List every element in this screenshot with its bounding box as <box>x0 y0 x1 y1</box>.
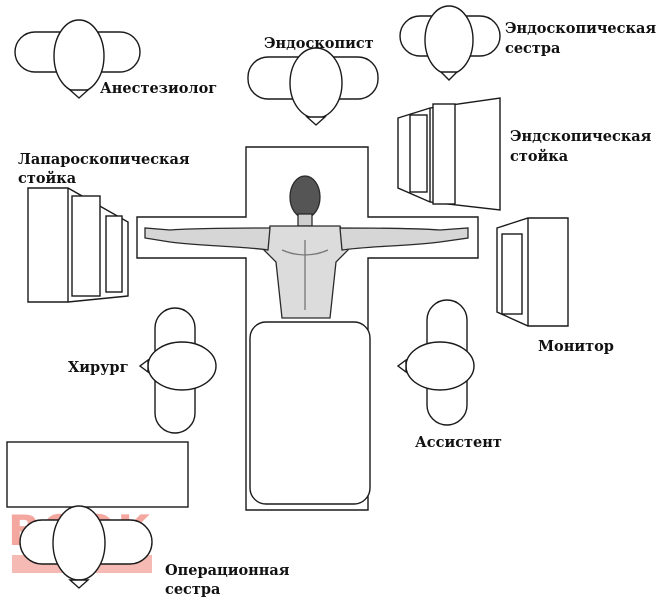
monitor-unit <box>496 217 569 327</box>
endoscopic-rack-label-line2: стойка <box>510 148 569 165</box>
operating-nurse-label-line1: Операционная <box>165 562 290 579</box>
operating-nurse-figure <box>19 505 153 589</box>
endoscopist-figure <box>247 47 379 126</box>
instrument-table <box>6 441 189 508</box>
endoscopic-rack-label-line1: Эндскопическая <box>510 128 652 145</box>
table-leg-section <box>249 321 371 505</box>
assistant-figure <box>396 299 475 426</box>
monitor-label: Монитор <box>538 338 614 355</box>
laparoscopic-rack <box>27 187 129 303</box>
endoscopic-nurse-label-line2: сестра <box>505 40 561 57</box>
anesthesiologist-label: Анестезиолог <box>100 80 218 97</box>
operating-nurse-label-line2: сестра <box>165 581 221 598</box>
patient-figure <box>144 175 469 319</box>
endoscopist-label: Эндоскопист <box>264 35 374 52</box>
endoscopic-rack <box>397 97 501 211</box>
laparoscopic-rack-label-line1: Лапароскопическая <box>18 151 190 168</box>
endoscopic-nurse-label-line1: Эндоскопическая <box>505 20 657 37</box>
surgeon-label: Хирург <box>68 359 129 376</box>
assistant-label: Ассистент <box>415 434 502 451</box>
anesthesiologist-figure <box>14 19 141 99</box>
endoscopic-nurse-figure <box>399 5 501 81</box>
laparoscopic-rack-label-line2: стойка <box>18 170 77 187</box>
surgeon-figure <box>138 307 217 434</box>
